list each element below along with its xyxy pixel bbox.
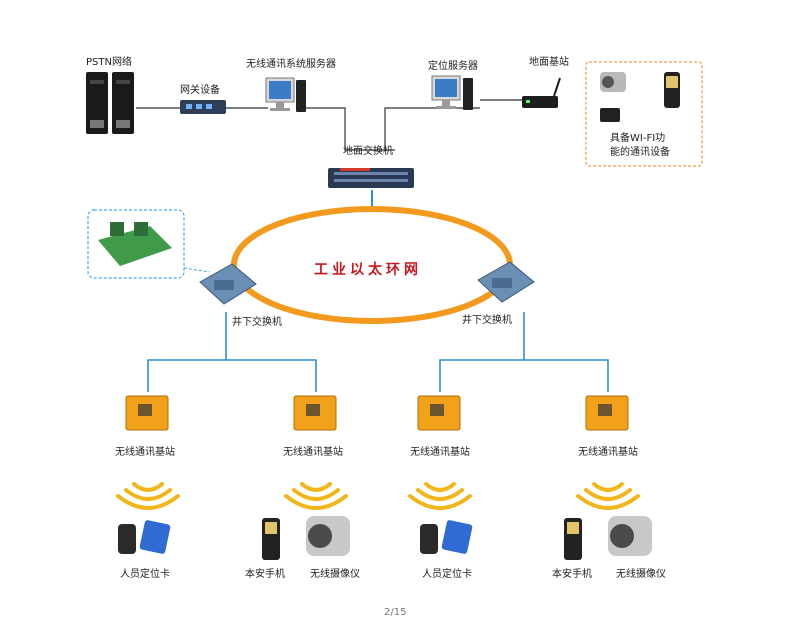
wifi-device-label-line2: 能的通讯设备 xyxy=(610,147,670,158)
camera-2-icon xyxy=(608,516,652,556)
phone-1-label: 本安手机 xyxy=(245,569,285,580)
camera-1-label: 无线摄像仪 xyxy=(310,569,360,580)
gateway-label: 网关设备 xyxy=(180,85,220,96)
base-station-4-label: 无线通讯基站 xyxy=(578,447,638,458)
wireless-server-icon xyxy=(265,77,306,112)
circuit-board-pointer xyxy=(183,267,211,273)
wifi-device-label-line1: 具备WI-FI功 xyxy=(610,133,666,144)
ground-station-router-icon xyxy=(522,77,561,108)
circuit-board-box xyxy=(87,209,185,279)
circuit-board-icon xyxy=(98,222,172,266)
wireless-server-label: 无线通讯系统服务器 xyxy=(246,59,336,70)
distribution-links xyxy=(147,312,609,392)
base-station-1-label: 无线通讯基站 xyxy=(115,447,175,458)
ground-station-label: 地面基站 xyxy=(529,57,569,68)
locator-card-1-label: 人员定位卡 xyxy=(120,569,170,580)
base-station-2-icon xyxy=(293,395,337,431)
signal-waves xyxy=(116,482,640,510)
wifi-card-icon xyxy=(600,108,620,122)
pstn-label: PSTN网络 xyxy=(86,57,132,68)
underground-switch-left-label: 井下交换机 xyxy=(232,317,282,328)
underground-switch-left-icon xyxy=(199,263,257,305)
location-server-icon xyxy=(431,75,473,110)
locator-card-2-label: 人员定位卡 xyxy=(422,569,472,580)
camera-1-icon xyxy=(306,516,350,556)
wifi-phone-icon xyxy=(664,72,680,108)
locator-card-1-icon xyxy=(118,520,171,554)
locator-card-2-icon xyxy=(420,520,473,554)
base-station-2-label: 无线通讯基站 xyxy=(283,447,343,458)
page-number: 2/15 xyxy=(384,607,407,618)
wifi-devices-box xyxy=(585,61,703,167)
camera-2-label: 无线摄像仪 xyxy=(616,569,666,580)
gateway-icon xyxy=(180,100,226,114)
ring-label: 工业以太环网 xyxy=(314,262,422,278)
phone-2-label: 本安手机 xyxy=(552,569,592,580)
underground-switch-right-icon xyxy=(477,261,535,303)
pstn-server-icon xyxy=(86,72,134,134)
base-station-3-icon xyxy=(417,395,461,431)
phone-1-icon xyxy=(262,518,280,560)
base-station-3-label: 无线通讯基站 xyxy=(410,447,470,458)
ground-switch-label: 地面交换机 xyxy=(343,146,393,157)
ground-switch-icon xyxy=(328,168,414,188)
base-station-4-icon xyxy=(585,395,629,431)
base-station-1-icon xyxy=(125,395,169,431)
location-server-label: 定位服务器 xyxy=(428,61,478,72)
underground-switch-right-label: 井下交换机 xyxy=(462,315,512,326)
phone-2-icon xyxy=(564,518,582,560)
wifi-camera-icon xyxy=(600,72,626,92)
